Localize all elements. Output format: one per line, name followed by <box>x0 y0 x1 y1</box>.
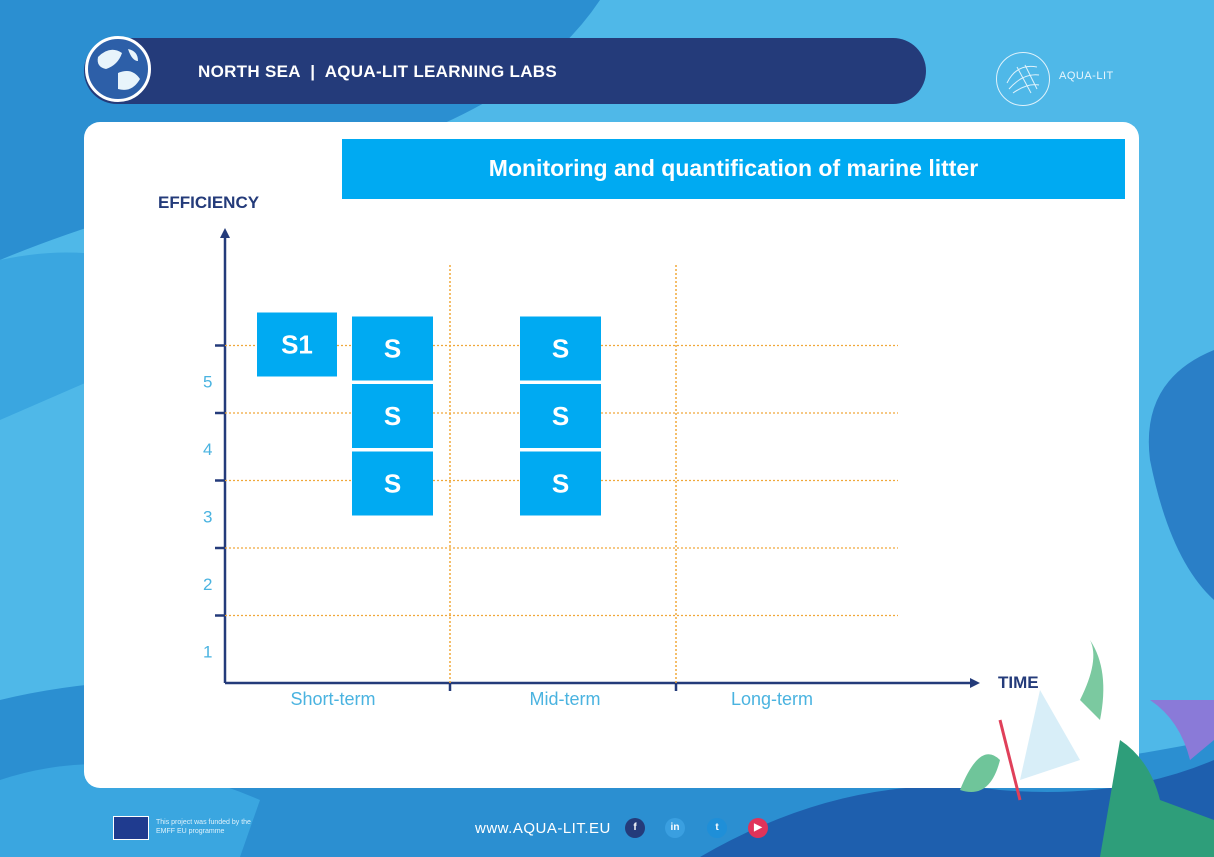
brand-name: AQUA-LIT <box>1059 70 1114 82</box>
x-axis-arrow-icon <box>970 678 980 688</box>
website-link[interactable]: www.AQUA-LIT.EU <box>475 820 611 837</box>
solution-box <box>352 451 433 516</box>
y-axis-arrow-icon <box>220 228 230 238</box>
solution-box-label: S <box>552 334 569 364</box>
solution-box <box>520 384 601 448</box>
funding-note: This project was funded by the EMFF EU p… <box>156 819 251 835</box>
twitter-icon[interactable]: t <box>707 818 727 838</box>
chart-title-box <box>342 139 1125 199</box>
chart-card <box>84 122 1139 788</box>
solution-box <box>257 312 337 377</box>
youtube-icon[interactable]: ▶ <box>748 818 768 838</box>
y-tick-label: 4 <box>203 440 212 459</box>
solution-box-label: S <box>552 469 569 499</box>
header-bar <box>84 38 926 104</box>
solution-box <box>352 316 433 381</box>
solution-box-label: S1 <box>281 330 313 360</box>
x-axis-label: TIME <box>998 673 1039 692</box>
solution-box <box>520 451 601 516</box>
solution-box <box>352 384 433 448</box>
header-title: NORTH SEA | AQUA-LIT LEARNING LABS <box>198 62 558 81</box>
solution-box-label: S <box>384 469 401 499</box>
x-category-label: Mid-term <box>530 689 601 709</box>
x-category-label: Long-term <box>731 689 813 709</box>
x-category-label: Short-term <box>290 689 375 709</box>
facebook-icon[interactable]: f <box>625 818 645 838</box>
y-tick-label: 3 <box>203 508 212 527</box>
solution-box-label: S <box>384 401 401 431</box>
aqua-lit-logo-icon <box>996 52 1050 106</box>
solution-box <box>520 316 601 381</box>
solution-box-label: S <box>384 334 401 364</box>
chart-title: Monitoring and quantification of marine … <box>488 155 979 181</box>
y-tick-label: 1 <box>203 643 212 662</box>
globe-icon <box>85 36 151 102</box>
linkedin-icon[interactable]: in <box>665 818 685 838</box>
eu-flag-icon <box>113 816 149 840</box>
solution-box-label: S <box>552 401 569 431</box>
y-axis-label: EFFICIENCY <box>158 193 260 212</box>
y-tick-label: 5 <box>203 373 212 392</box>
y-tick-label: 2 <box>203 575 212 594</box>
